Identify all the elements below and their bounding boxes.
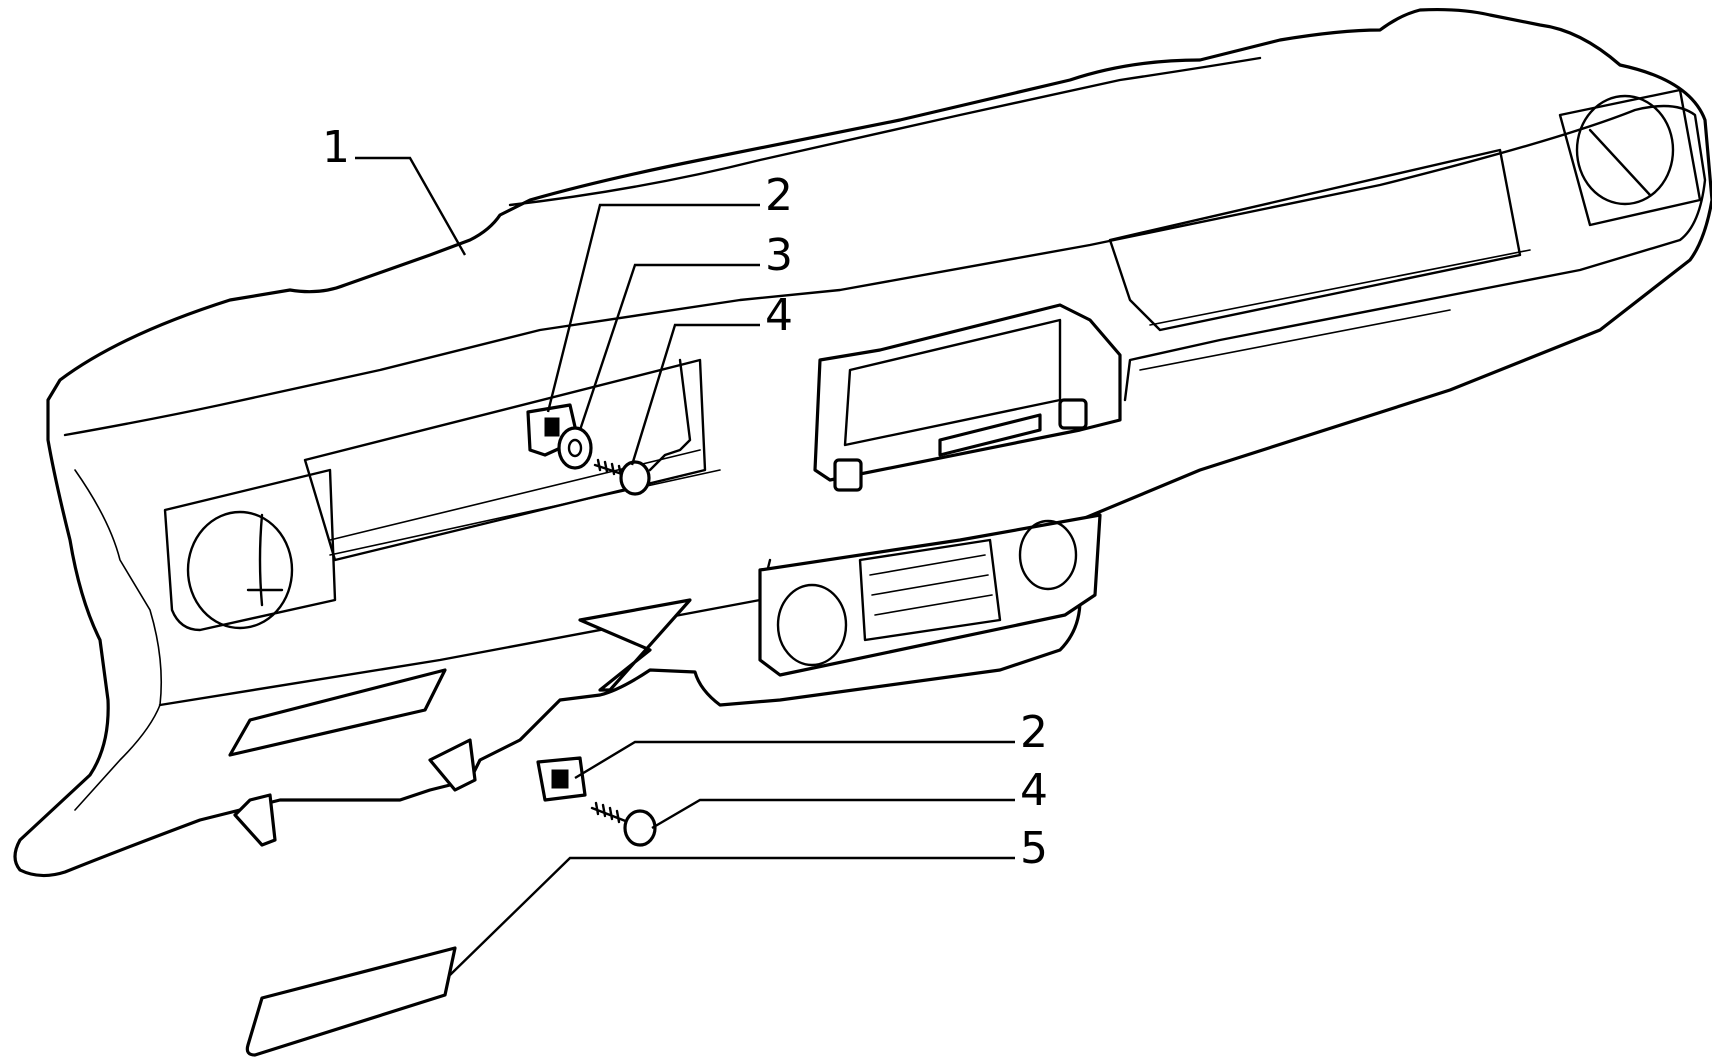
dashboard-front-crease (74, 469, 163, 811)
callout-5: 5 (1020, 823, 1048, 874)
clip-nut-lower (536, 756, 587, 802)
callout-2-upper: 2 (765, 170, 793, 221)
right-vent-vane (1588, 128, 1652, 197)
leader-line-2-upper (546, 203, 760, 413)
clip-nut-upper-hole (544, 417, 560, 437)
callout-3: 3 (765, 230, 793, 281)
dashboard-panel (13, 7, 1712, 878)
callout-1: 1 (322, 122, 350, 173)
center-vent-right (1018, 519, 1078, 591)
callout-2-lower: 2 (1020, 707, 1048, 758)
left-vent-vane (246, 513, 284, 607)
washer-ring (557, 426, 593, 470)
right-glovebox (1108, 148, 1522, 332)
lower-left-slot (228, 668, 447, 757)
leader-lines (355, 156, 1015, 976)
callout-labels: 1 2 3 4 2 4 5 (322, 122, 1048, 874)
center-console-switch-left (833, 458, 863, 492)
mounting-bracket (648, 358, 692, 472)
dashboard-top-ridge (508, 56, 1262, 207)
left-vent-housing (163, 468, 337, 632)
screw-upper-thread (593, 458, 627, 478)
leader-line-1 (355, 156, 467, 256)
center-console-slot (938, 413, 1042, 457)
screw-upper-head (619, 460, 651, 496)
center-vent-left (776, 583, 848, 667)
screw-lower-thread (590, 801, 630, 824)
clip-nut-lower-hole (551, 769, 569, 789)
center-console-switch-right (1058, 398, 1088, 430)
callout-4-upper: 4 (765, 290, 793, 341)
support-leg-left (233, 793, 277, 847)
screw-lower (590, 801, 657, 847)
support-leg-right (428, 738, 477, 792)
trim-panel (245, 946, 457, 1057)
leader-line-4-upper (630, 323, 760, 466)
leader-line-5 (449, 856, 1015, 976)
left-air-vent (186, 510, 294, 630)
lower-step-cut (578, 598, 692, 692)
center-console-ribs (869, 554, 993, 616)
left-instrument-recess (303, 358, 707, 562)
callout-4-lower: 4 (1020, 765, 1048, 816)
dashboard-inner-rim (63, 104, 1707, 437)
washer (557, 426, 593, 470)
leader-line-2-lower (574, 740, 1015, 780)
center-console-window (843, 318, 1062, 447)
leader-line-4-lower (651, 798, 1015, 830)
screw-lower-head (623, 809, 657, 847)
washer-hole (567, 438, 583, 458)
radio-slot (858, 538, 1002, 642)
right-air-vent (1575, 94, 1675, 206)
leader-line-3 (578, 263, 760, 431)
screw-upper (593, 458, 651, 496)
right-glovebox-inner (1139, 249, 1531, 371)
